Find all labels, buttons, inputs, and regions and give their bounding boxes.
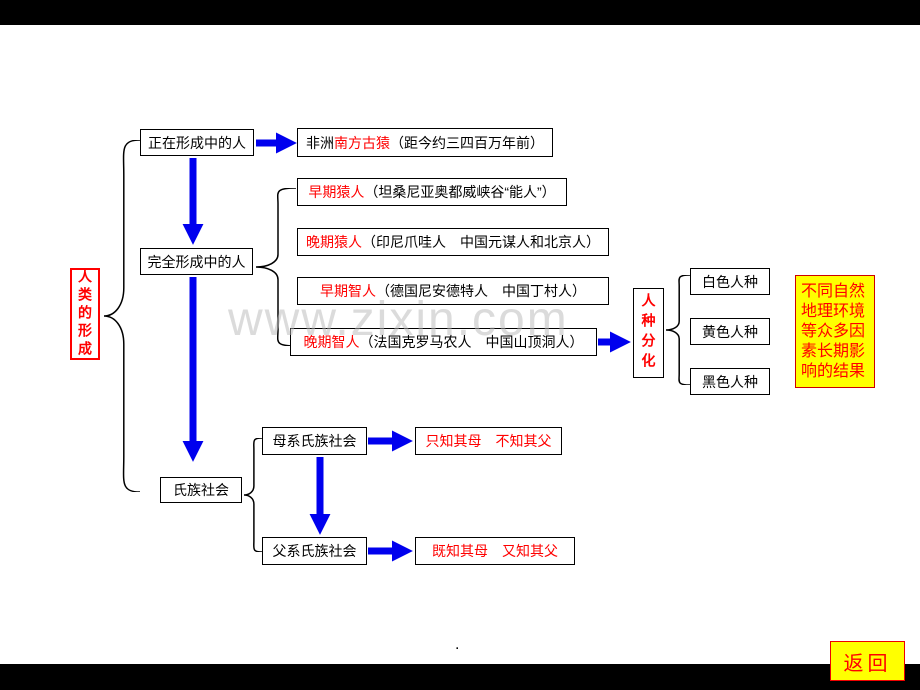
- node-label: 氏族社会: [173, 482, 229, 498]
- node-text-black: （坦桑尼亚奥都威峡谷“能人”）: [364, 184, 556, 200]
- top-black-bar: [0, 0, 920, 25]
- node-label: 完全形成中的人: [147, 253, 246, 270]
- node-text-black: （距今约三四百万年前）: [390, 134, 544, 151]
- brace-races-path: [666, 275, 690, 385]
- node-fully-formed: 完全形成中的人: [140, 248, 253, 275]
- bottom-black-bar: [0, 664, 920, 690]
- note-text: 既知其母 又知其父: [432, 543, 558, 559]
- node-label: 人类的形成: [77, 269, 93, 359]
- node-yellow-race: 黄色人种: [690, 318, 770, 345]
- brace-races: [666, 275, 690, 385]
- note-patriarchal: 既知其母 又知其父: [415, 537, 575, 565]
- note-race-cause: 不同自然地理环境等众多因素长期影响的结果: [795, 275, 875, 388]
- node-text-black: （德国尼安德特人 中国丁村人）: [376, 283, 586, 299]
- node-matriarchal-clan: 母系氏族社会: [262, 427, 367, 455]
- node-label: 父系氏族社会: [272, 543, 357, 559]
- node-late-homo: 晚期智人（法国克罗马农人 中国山顶洞人）: [290, 328, 597, 356]
- brace-clan: [244, 438, 262, 552]
- node-text-red: 晚期猿人: [306, 234, 362, 250]
- node-label: 正在形成中的人: [148, 134, 246, 151]
- node-race-divergence: 人种分化: [633, 288, 664, 378]
- node-text-red: 早期猿人: [308, 184, 365, 200]
- node-label: 母系氏族社会: [272, 433, 357, 449]
- node-label: 黑色人种: [702, 373, 758, 390]
- node-patriarchal-clan: 父系氏族社会: [262, 537, 367, 565]
- brace-stages: [256, 188, 296, 346]
- node-text-black: （印尼爪哇人 中国元谋人和北京人）: [362, 234, 600, 250]
- node-late-ape: 晚期猿人（印尼爪哇人 中国元谋人和北京人）: [297, 228, 609, 256]
- brace-main: [104, 140, 140, 492]
- node-label: 人种分化: [640, 293, 657, 373]
- node-text-red: 早期智人: [320, 283, 376, 299]
- note-matriarchal: 只知其母 不知其父: [415, 427, 562, 455]
- node-text-black: 非洲: [306, 134, 334, 151]
- node-white-race: 白色人种: [690, 268, 770, 295]
- node-early-homo: 早期智人（德国尼安德特人 中国丁村人）: [297, 277, 609, 305]
- node-australopithecus: 非洲南方古猿（距今约三四百万年前）: [297, 128, 553, 157]
- node-black-race: 黑色人种: [690, 368, 770, 395]
- footer-dot: .: [455, 636, 460, 653]
- node-early-ape: 早期猿人（坦桑尼亚奥都威峡谷“能人”）: [297, 178, 567, 206]
- brace-stages-path: [256, 188, 296, 346]
- node-label: 白色人种: [702, 273, 758, 290]
- brace-clan-path: [244, 438, 262, 552]
- node-text-red: 南方古猿: [334, 134, 390, 151]
- node-label: 黄色人种: [702, 323, 758, 340]
- node-forming-human: 正在形成中的人: [140, 129, 254, 156]
- return-button[interactable]: 返回: [830, 641, 905, 681]
- node-clan-society: 氏族社会: [160, 477, 242, 503]
- node-text-black: （法国克罗马农人 中国山顶洞人）: [359, 334, 584, 350]
- brace-main-path: [104, 140, 140, 492]
- node-text-red: 晚期智人: [303, 334, 360, 350]
- note-text: 不同自然地理环境等众多因素长期影响的结果: [801, 282, 866, 380]
- note-text: 只知其母 不知其父: [425, 433, 552, 449]
- node-root-title: 人类的形成: [70, 268, 100, 360]
